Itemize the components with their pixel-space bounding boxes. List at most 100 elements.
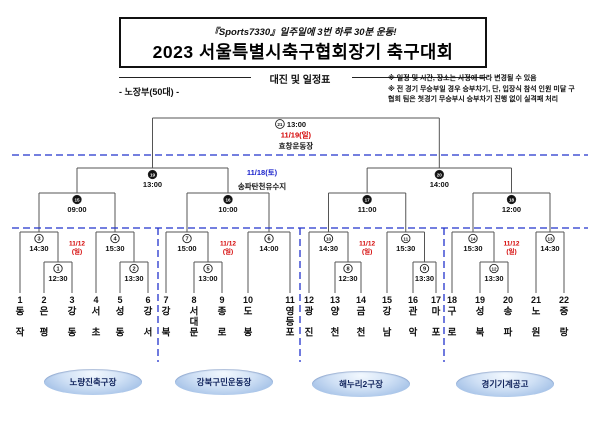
svg-text:평: 평 bbox=[40, 327, 49, 339]
svg-text:구: 구 bbox=[448, 307, 457, 318]
svg-text:3: 3 bbox=[37, 236, 40, 242]
svg-text:15:30: 15:30 bbox=[463, 244, 482, 253]
svg-text:강: 강 bbox=[383, 306, 392, 318]
svg-text:마: 마 bbox=[432, 306, 441, 318]
svg-text:7: 7 bbox=[163, 295, 168, 305]
subtitle-rule-left bbox=[119, 77, 251, 78]
svg-text:은: 은 bbox=[40, 307, 49, 318]
svg-text:(일): (일) bbox=[223, 247, 233, 256]
svg-text:15:30: 15:30 bbox=[396, 244, 415, 253]
team-9: 9종로 bbox=[218, 295, 227, 339]
svg-text:파: 파 bbox=[504, 327, 513, 339]
svg-text:관: 관 bbox=[409, 306, 418, 318]
slogan: 『Sports7330』일주일에 3번 하루 30분 운동! bbox=[209, 27, 397, 38]
svg-text:북: 북 bbox=[476, 328, 485, 339]
svg-text:1: 1 bbox=[17, 295, 22, 305]
svg-text:12:00: 12:00 bbox=[502, 205, 521, 214]
svg-text:동: 동 bbox=[68, 328, 77, 339]
svg-text:6: 6 bbox=[267, 236, 270, 242]
svg-text:(일): (일) bbox=[506, 247, 516, 256]
svg-text:12: 12 bbox=[491, 266, 497, 271]
svg-text:13:30: 13:30 bbox=[484, 274, 503, 283]
svg-text:강: 강 bbox=[144, 306, 153, 318]
svg-text:12: 12 bbox=[304, 295, 314, 305]
svg-text:랑: 랑 bbox=[560, 327, 569, 339]
svg-text:작: 작 bbox=[16, 327, 25, 339]
svg-text:16: 16 bbox=[225, 197, 231, 202]
svg-text:2: 2 bbox=[41, 295, 46, 305]
svg-text:천: 천 bbox=[331, 328, 340, 339]
svg-text:동: 동 bbox=[116, 328, 125, 339]
svg-text:15:30: 15:30 bbox=[105, 244, 124, 253]
svg-text:광: 광 bbox=[305, 306, 314, 318]
svg-text:17: 17 bbox=[365, 197, 371, 202]
svg-text:3: 3 bbox=[69, 295, 74, 305]
svg-text:13: 13 bbox=[330, 295, 340, 305]
svg-text:22: 22 bbox=[559, 295, 569, 305]
svg-text:진: 진 bbox=[305, 327, 314, 339]
division-label: - 노장부(50대) - bbox=[119, 87, 180, 97]
svg-text:20: 20 bbox=[437, 172, 443, 177]
svg-text:13:00: 13:00 bbox=[143, 180, 162, 189]
svg-text:(일): (일) bbox=[362, 247, 372, 256]
svg-text:13:30: 13:30 bbox=[124, 274, 143, 283]
svg-text:6: 6 bbox=[145, 295, 150, 305]
svg-text:4: 4 bbox=[113, 236, 117, 242]
svg-text:2: 2 bbox=[132, 266, 135, 272]
svg-text:악: 악 bbox=[409, 327, 418, 339]
svg-text:16: 16 bbox=[408, 295, 418, 305]
svg-text:13: 13 bbox=[547, 236, 553, 241]
venue-oval-3: 해누리2구장 bbox=[312, 371, 410, 397]
notes-block: ※ 일정 및 시간, 장소는 사정에 따라 변경될 수 있음 ※ 전 경기 무승… bbox=[388, 74, 594, 106]
svg-text:12:30: 12:30 bbox=[338, 274, 357, 283]
venue-oval-2: 강북구민운동장 bbox=[175, 369, 273, 395]
svg-text:남: 남 bbox=[383, 327, 392, 339]
svg-text:18: 18 bbox=[509, 197, 515, 202]
note-line: ※ 일정 및 시간, 장소는 사정에 따라 변경될 수 있음 bbox=[388, 75, 537, 82]
svg-text:강: 강 bbox=[68, 306, 77, 318]
svg-text:14:30: 14:30 bbox=[29, 244, 48, 253]
svg-text:9: 9 bbox=[423, 266, 426, 272]
svg-text:4: 4 bbox=[93, 295, 98, 305]
note-line: 협회 팀은 첫경기 무승부시 승부차기 진행 없이 실격패 처리 bbox=[388, 96, 559, 103]
svg-text:14:00: 14:00 bbox=[430, 180, 449, 189]
svg-text:7: 7 bbox=[185, 236, 188, 242]
team-7: 7강북 bbox=[162, 295, 171, 339]
team-4: 4서초 bbox=[92, 295, 101, 339]
svg-text:19: 19 bbox=[150, 172, 156, 177]
svg-text:강: 강 bbox=[162, 306, 171, 318]
svg-text:15:00: 15:00 bbox=[177, 244, 196, 253]
semifinals: 19 13:00 20 14:00 11/18(토) 송파탄천유수지 bbox=[76, 167, 512, 193]
svg-text:영: 영 bbox=[286, 306, 295, 318]
svg-text:13:00: 13:00 bbox=[287, 120, 306, 129]
svg-text:송파탄천유수지: 송파탄천유수지 bbox=[238, 181, 286, 191]
svg-text:포: 포 bbox=[286, 328, 295, 339]
svg-text:봉: 봉 bbox=[244, 328, 253, 339]
svg-text:21: 21 bbox=[531, 295, 541, 305]
svg-text:14:30: 14:30 bbox=[319, 244, 338, 253]
svg-text:11/18(토): 11/18(토) bbox=[247, 168, 278, 177]
svg-text:11: 11 bbox=[403, 236, 408, 241]
svg-text:09:00: 09:00 bbox=[67, 205, 86, 214]
svg-text:양: 양 bbox=[331, 306, 340, 318]
svg-text:도: 도 bbox=[244, 307, 253, 318]
svg-text:금: 금 bbox=[357, 307, 366, 318]
svg-text:성: 성 bbox=[116, 306, 125, 318]
header-box: 『Sports7330』일주일에 3번 하루 30분 운동! 2023 서울특별… bbox=[119, 17, 487, 68]
svg-text:5: 5 bbox=[117, 295, 122, 305]
note-line: ※ 전 경기 무승부일 경우 승부차기, 단, 입장식 참석 인원 미달 구 bbox=[388, 85, 575, 93]
svg-text:8: 8 bbox=[346, 266, 349, 272]
svg-text:노: 노 bbox=[532, 307, 541, 318]
svg-text:초: 초 bbox=[92, 327, 101, 339]
